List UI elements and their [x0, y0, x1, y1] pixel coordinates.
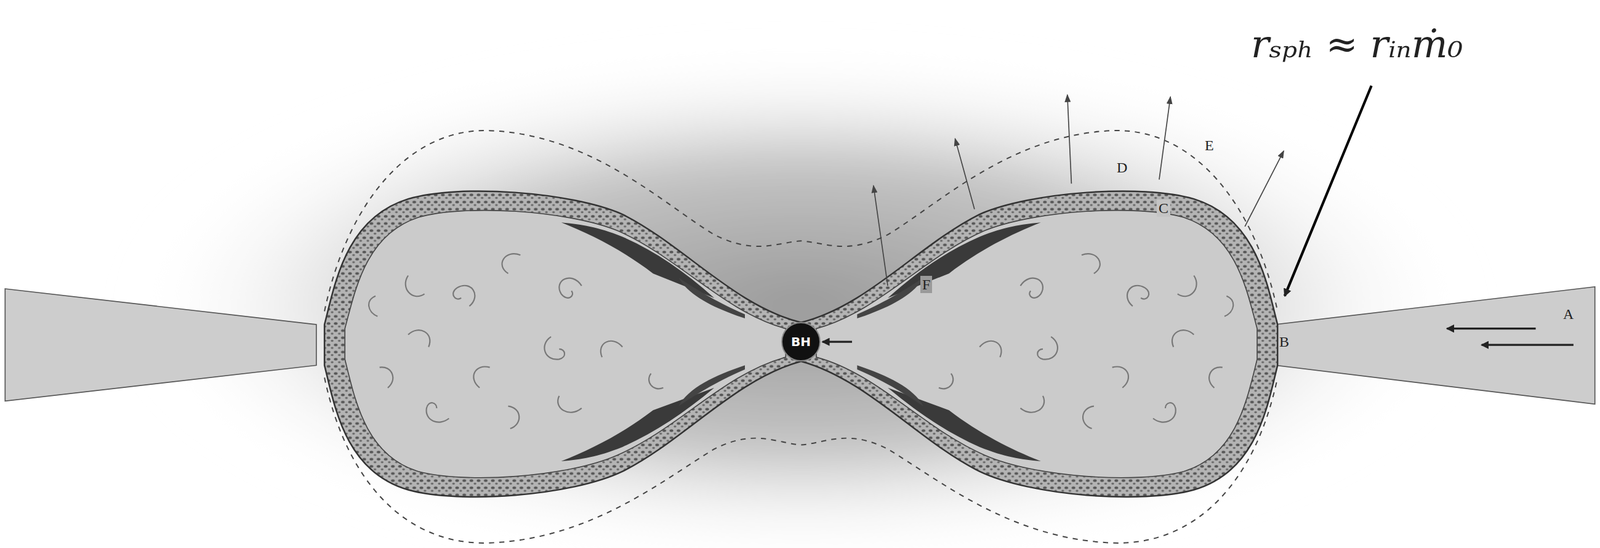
region-letter: F: [920, 275, 933, 294]
region-letter: B: [1277, 333, 1291, 351]
region-letter: A: [1561, 305, 1576, 323]
formula-label: rₛₚₕ ≈ rᵢₙṁ₀: [1249, 24, 1465, 65]
node-text: BH: [791, 334, 811, 350]
region-letter: C: [1156, 199, 1171, 217]
black-hole-circle: BH: [781, 321, 821, 362]
region-letter: E: [1202, 136, 1216, 154]
region-letter: D: [1114, 158, 1130, 177]
